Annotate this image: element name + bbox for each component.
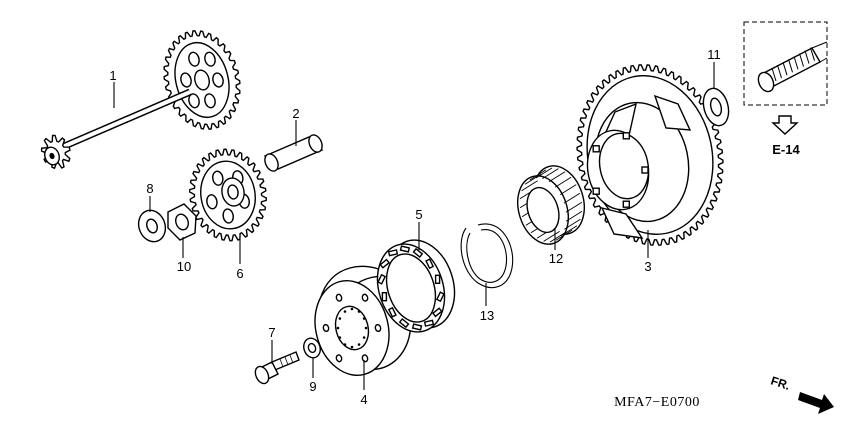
part-3-large-gear[interactable] bbox=[573, 64, 728, 246]
part-13-snap-ring[interactable] bbox=[460, 223, 514, 289]
part-11-washer[interactable] bbox=[699, 86, 732, 129]
callout-6: 6 bbox=[236, 266, 243, 281]
callout-9: 9 bbox=[309, 379, 316, 394]
reference-label: E-14 bbox=[772, 142, 800, 157]
callout-12: 12 bbox=[549, 251, 563, 266]
part-6-gear[interactable] bbox=[188, 148, 268, 242]
front-direction-indicator: FR. bbox=[769, 374, 834, 414]
callout-4: 4 bbox=[360, 392, 367, 407]
part-1-shaft-gear[interactable] bbox=[40, 30, 241, 170]
front-direction-label: FR. bbox=[769, 374, 792, 393]
leader-lines bbox=[113, 62, 715, 390]
part-10-tab-washer[interactable] bbox=[167, 203, 197, 241]
callout-10: 10 bbox=[177, 259, 191, 274]
part-8-washer[interactable] bbox=[134, 207, 169, 246]
part-12-needle-bearing[interactable] bbox=[509, 159, 592, 250]
callout-1: 1 bbox=[109, 68, 116, 83]
callout-2: 2 bbox=[292, 106, 299, 121]
front-arrow-icon bbox=[798, 392, 834, 414]
reference-inset[interactable] bbox=[743, 21, 828, 135]
callout-5: 5 bbox=[415, 207, 422, 222]
callout-11: 11 bbox=[707, 47, 721, 62]
part-9-washer[interactable] bbox=[301, 336, 323, 360]
diagram-code: MFA7−E0700 bbox=[614, 395, 700, 410]
callouts: 1 2 3 4 5 6 7 8 9 10 11 12 13 bbox=[109, 47, 720, 407]
callout-8: 8 bbox=[146, 181, 153, 196]
callout-13: 13 bbox=[480, 308, 494, 323]
callout-3: 3 bbox=[644, 259, 651, 274]
part-7-bolt[interactable] bbox=[253, 351, 300, 386]
part-2-pin[interactable] bbox=[262, 133, 324, 173]
part-5-one-way-clutch[interactable] bbox=[367, 231, 466, 340]
callout-7: 7 bbox=[268, 325, 275, 340]
